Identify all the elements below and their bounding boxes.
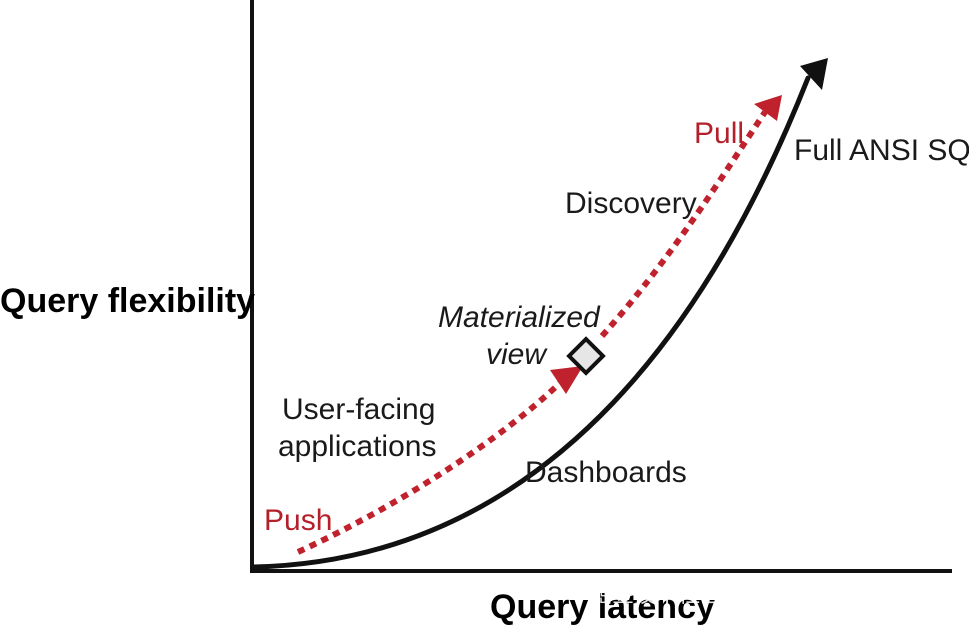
dashboards-label: Dashboards (525, 456, 687, 489)
full-ansi-sql-label: Full ANSI SQL (794, 134, 969, 167)
push-arrowhead-icon (550, 366, 583, 394)
discovery-label: Discovery (565, 187, 697, 220)
pull-arrowhead-icon (754, 95, 782, 121)
materialized-view-label-line2: view (486, 338, 548, 371)
user-facing-label-line1: User-facing (282, 393, 435, 426)
pull-dotted-arrow (599, 110, 768, 339)
push-dotted-arrow (296, 380, 563, 555)
push-label: Push (264, 504, 332, 537)
watermark-text: 掘金技术社区 @ 数据智能老司机 (590, 583, 912, 608)
pull-label: Pull (694, 117, 744, 150)
materialized-view-diamond-icon (566, 336, 606, 376)
x-axis-title: Query latency (490, 588, 715, 626)
flexibility-latency-curve (251, 75, 811, 570)
curve-arrowhead-icon (800, 58, 828, 90)
y-axis-title: Query flexibility (0, 282, 255, 320)
user-facing-label-line2: applications (278, 430, 436, 463)
materialized-view-label-line1: Materialized (438, 301, 601, 334)
